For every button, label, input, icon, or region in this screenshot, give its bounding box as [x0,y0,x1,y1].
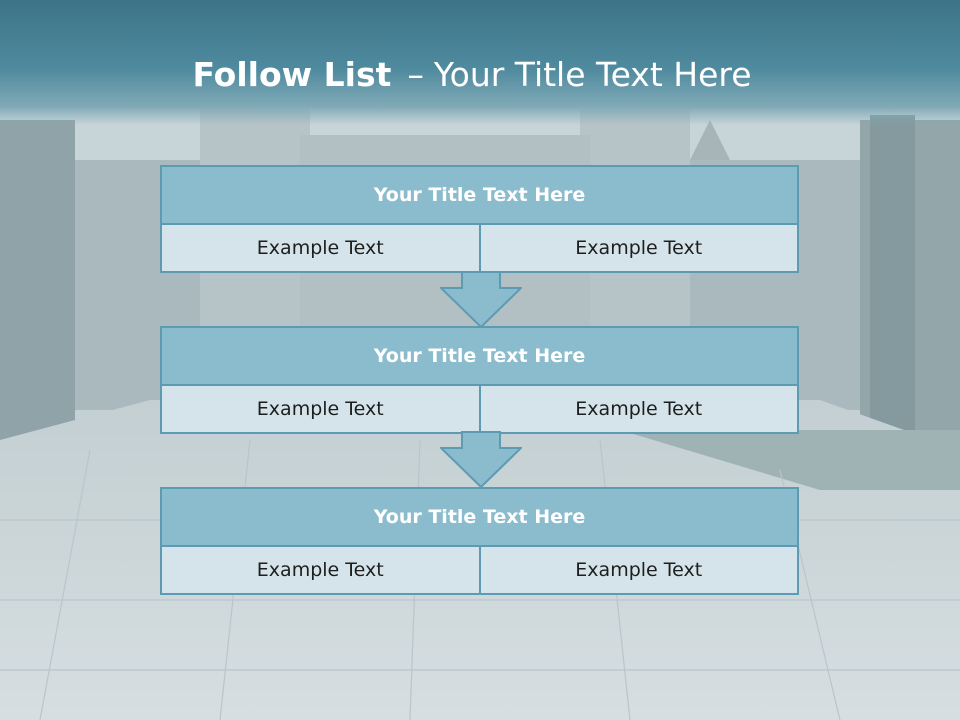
block-title: Your Title Text Here [162,489,797,547]
block-cell-right: Example Text [478,386,797,432]
block-title: Your Title Text Here [162,328,797,386]
list-block-3: Your Title Text Here Example Text Exampl… [160,487,799,595]
down-arrow-icon [440,271,522,329]
list-block-2: Your Title Text Here Example Text Exampl… [160,326,799,434]
block-title: Your Title Text Here [162,167,797,225]
title-rest: Your Title Text Here [433,55,752,94]
slide-title: Follow List–Your Title Text Here [0,55,944,94]
title-band [0,0,960,125]
block-row: Example Text Example Text [162,225,797,271]
title-separator: – [407,55,424,94]
title-bold: Follow List [192,55,392,94]
list-block-1: Your Title Text Here Example Text Exampl… [160,165,799,273]
down-arrow-icon [440,431,522,489]
block-cell-right: Example Text [478,225,797,271]
block-cell-left: Example Text [162,225,479,271]
block-row: Example Text Example Text [162,547,797,593]
block-cell-left: Example Text [162,386,479,432]
block-cell-right: Example Text [478,547,797,593]
block-row: Example Text Example Text [162,386,797,432]
block-cell-left: Example Text [162,547,479,593]
